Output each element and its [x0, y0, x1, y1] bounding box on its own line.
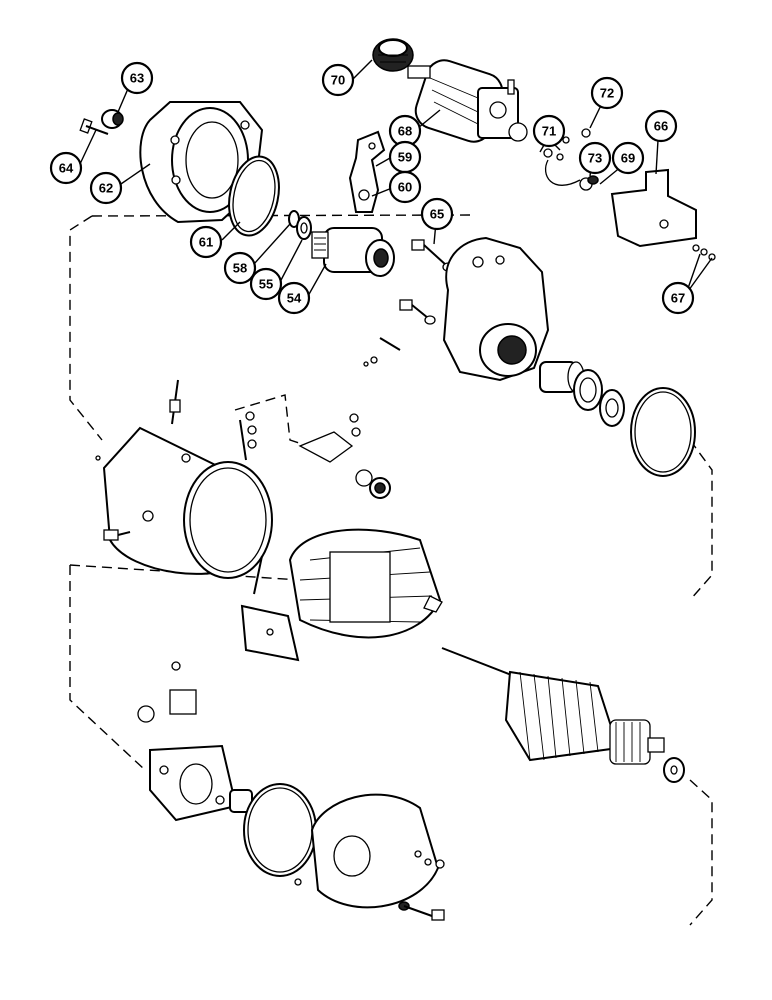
terminal-plate — [298, 413, 391, 499]
callout-69: 69 — [611, 141, 645, 175]
armature — [441, 647, 685, 783]
svg-text:60: 60 — [398, 180, 412, 195]
callout-72: 72 — [590, 76, 624, 110]
terminal-stud — [169, 379, 257, 461]
nose-washers — [573, 369, 625, 427]
brush-holder — [137, 661, 238, 822]
part-64-bolt — [79, 118, 109, 135]
svg-text:64: 64 — [59, 161, 74, 176]
svg-text:54: 54 — [287, 291, 302, 306]
end-frame-hardware — [398, 850, 445, 921]
svg-text:66: 66 — [654, 119, 668, 134]
frame-screw — [103, 529, 131, 541]
part-66-bracket — [610, 168, 697, 248]
part-63-bushing — [101, 109, 124, 129]
callout-63: 63 — [120, 61, 154, 95]
nose-housing — [442, 236, 550, 382]
part-67-screws — [692, 244, 716, 261]
terminal-hardware — [543, 128, 599, 191]
callout-58: 58 — [223, 251, 257, 285]
part-61-o-ring — [228, 155, 280, 237]
svg-text:59: 59 — [398, 150, 412, 165]
callout-68: 68 — [388, 114, 422, 148]
end-o-ring — [243, 783, 317, 877]
callout-70: 70 — [321, 63, 355, 97]
part-59-shift-lever — [348, 130, 386, 213]
callout-64: 64 — [49, 151, 83, 185]
svg-text:58: 58 — [233, 261, 247, 276]
commutator-end-frame — [294, 793, 440, 909]
callout-65: 65 — [420, 197, 454, 231]
svg-text:73: 73 — [588, 151, 602, 166]
part-55-washer — [296, 216, 312, 240]
svg-text:72: 72 — [600, 86, 614, 101]
part-68-solenoid — [407, 59, 528, 143]
callout-60: 60 — [388, 170, 422, 204]
field-coils — [253, 528, 443, 639]
callout-62: 62 — [89, 171, 123, 205]
svg-text:68: 68 — [398, 124, 412, 139]
callout-67: 67 — [661, 281, 695, 315]
part-70-boot — [372, 38, 414, 72]
callout-61: 61 — [189, 225, 223, 259]
svg-text:61: 61 — [199, 235, 213, 250]
svg-text:71: 71 — [542, 124, 556, 139]
nose-bushing — [539, 361, 585, 393]
callout-55: 55 — [249, 267, 283, 301]
callout-66: 66 — [644, 109, 678, 143]
svg-text:70: 70 — [331, 73, 345, 88]
svg-text:55: 55 — [259, 277, 273, 292]
small-bolt-set — [363, 299, 436, 367]
svg-text:63: 63 — [130, 71, 144, 86]
field-frame — [95, 426, 273, 579]
nose-o-ring — [630, 387, 696, 477]
callout-54: 54 — [277, 281, 311, 315]
svg-text:69: 69 — [621, 151, 635, 166]
svg-text:67: 67 — [671, 291, 685, 306]
callout-71: 71 — [532, 114, 566, 148]
callout-59: 59 — [388, 140, 422, 174]
callout-73: 73 — [578, 141, 612, 175]
pole-shoe — [240, 604, 300, 662]
part-54-drive-pinion — [311, 227, 395, 277]
svg-text:65: 65 — [430, 207, 444, 222]
svg-text:62: 62 — [99, 181, 113, 196]
